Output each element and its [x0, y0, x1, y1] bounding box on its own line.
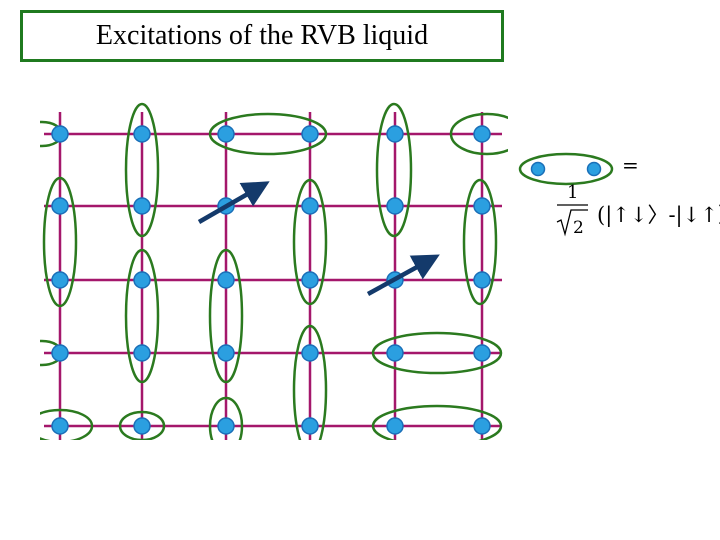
lattice-site: [301, 271, 319, 289]
lattice-site: [301, 344, 319, 362]
lattice-site: [217, 271, 235, 289]
lattice-site: [51, 344, 69, 362]
singlet-dimers: [40, 102, 508, 440]
singlet-dimer-ellipse: [371, 331, 503, 375]
legend-site-left: [530, 161, 546, 177]
lattice-site: [217, 125, 235, 143]
lattice-site: [301, 197, 319, 215]
lattice-site: [386, 417, 404, 435]
singlet-dimer-ellipse: [42, 176, 78, 308]
singlet-dimer-ellipse: [40, 408, 94, 440]
lattice-site: [133, 344, 151, 362]
singlet-dimer-ellipse: [208, 112, 328, 156]
lattice-site: [473, 417, 491, 435]
legend-dimer-ellipse: [518, 152, 614, 186]
singlet-dimer-ellipse: [208, 396, 244, 440]
lattice-site: [473, 197, 491, 215]
spinon-arrow: [366, 254, 440, 296]
spinon-arrow: [197, 181, 270, 224]
singlet-dimer-ellipse: [462, 178, 498, 306]
lattice-site: [473, 125, 491, 143]
lattice-lines: [44, 112, 502, 440]
lattice-site: [217, 417, 235, 435]
lattice-site: [386, 344, 404, 362]
singlet-legend: = 1 2 (|↑↓〉-|↓↑〉): [518, 152, 720, 238]
page-title: Excitations of the RVB liquid: [95, 20, 429, 51]
lattice-site: [301, 125, 319, 143]
lattice-site: [133, 125, 151, 143]
singlet-dimer-ellipse: [449, 112, 508, 156]
singlet-dimer-ellipse: [124, 102, 160, 238]
lattice-site: [386, 125, 404, 143]
legend-equals: =: [622, 153, 639, 177]
title-box: Excitations of the RVB liquid: [20, 10, 504, 62]
spinon-arrows: [197, 181, 440, 296]
singlet-dimer-ellipse: [371, 404, 503, 440]
legend-state-expression: (|↑↓〉-|↓↑〉): [597, 203, 720, 228]
lattice-site: [217, 344, 235, 362]
lattice-site: [51, 197, 69, 215]
lattice-site: [473, 271, 491, 289]
singlet-dimer-ellipse: [124, 248, 160, 384]
legend-numerator: 1: [567, 182, 578, 203]
lattice-site: [473, 344, 491, 362]
legend-denominator: 2: [573, 218, 584, 238]
singlet-dimer-ellipse: [208, 248, 244, 384]
singlet-dimer-ellipse: [292, 324, 328, 440]
lattice-site: [51, 417, 69, 435]
lattice-site: [133, 197, 151, 215]
singlet-dimer-ellipse: [118, 410, 166, 440]
lattice-site: [386, 197, 404, 215]
legend-sqrt-sign: [556, 209, 588, 237]
legend-site-right: [586, 161, 602, 177]
lattice-site: [133, 417, 151, 435]
lattice-site: [51, 125, 69, 143]
singlet-dimer-ellipse: [375, 102, 413, 238]
lattice-site: [51, 271, 69, 289]
lattice-site: [133, 271, 151, 289]
lattice-site: [301, 417, 319, 435]
singlet-dimer-ellipse: [292, 178, 328, 306]
